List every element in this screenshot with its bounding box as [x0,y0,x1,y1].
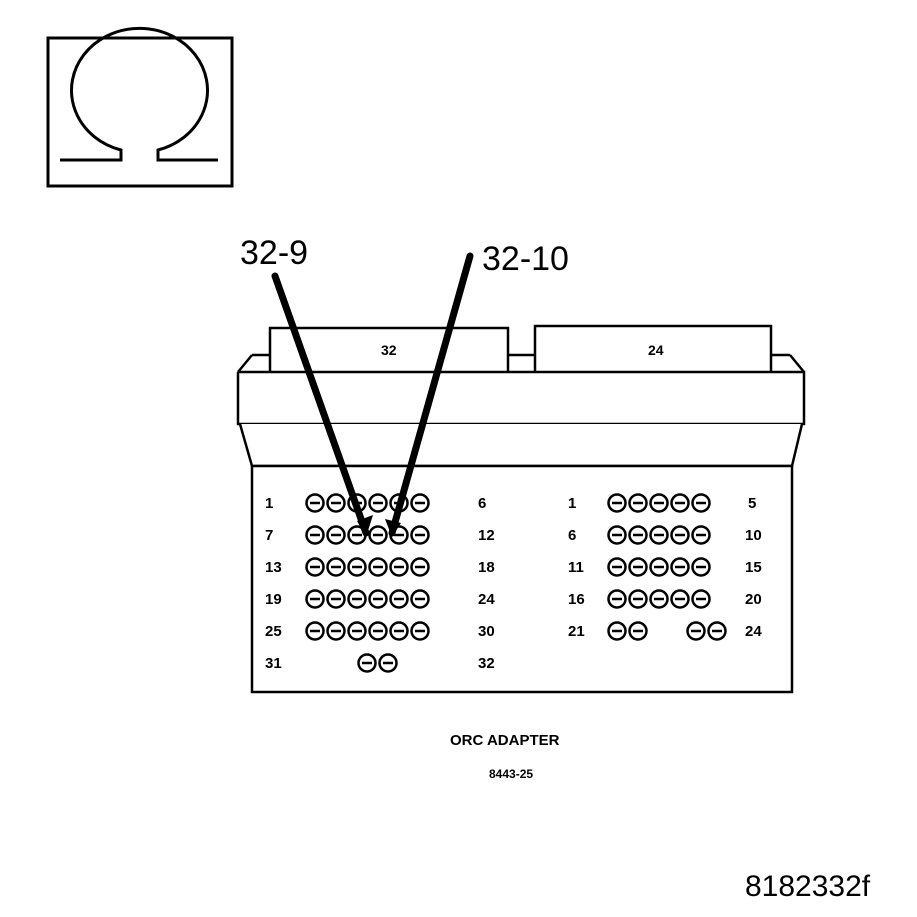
pin-label: 16 [568,591,585,608]
pin-label: 24 [478,591,495,608]
pointer-arrows [271,252,474,537]
pin-socket [357,653,377,673]
pin-socket [378,653,398,673]
pin-socket [347,525,367,545]
pin-socket [368,621,388,641]
pin-socket [607,493,627,513]
pin-socket [305,589,325,609]
pin-socket [691,525,711,545]
pin-socket [347,589,367,609]
pin-label: 6 [568,527,576,544]
adapter-part-number: 8443-25 [489,767,533,781]
pin-socket [649,589,669,609]
pin-label: 24 [745,623,762,640]
pin-socket [670,589,690,609]
pin-socket [326,557,346,577]
pin-socket [305,621,325,641]
pin-socket [649,493,669,513]
pin-label: 11 [568,559,584,576]
pin-label: 1 [568,495,576,512]
pin-socket [649,525,669,545]
pin-label: 31 [265,655,282,672]
pin-socket [686,621,706,641]
pin-socket [670,525,690,545]
pin-socket [389,557,409,577]
pin-socket [607,589,627,609]
pin-label: 6 [478,495,486,512]
pin-socket [326,589,346,609]
pin-socket [389,589,409,609]
pin-label: 18 [478,559,495,576]
pin-socket [670,557,690,577]
pin-socket [326,493,346,513]
arrow-32-9 [271,272,370,537]
pin-socket [368,557,388,577]
right-block-pin-labels: 1 5 6 10 11 15 16 20 21 24 [568,495,762,640]
pin-socket [389,621,409,641]
pin-socket [628,621,648,641]
pin-socket [410,493,430,513]
pin-socket [410,557,430,577]
pin-label: 25 [265,623,282,640]
left-pin-grid [305,493,430,673]
pin-socket [326,525,346,545]
tab-label-24: 24 [648,342,664,358]
right-pin-grid [607,493,727,641]
adapter-name: ORC ADAPTER [450,732,560,749]
pin-socket [305,557,325,577]
pin-socket [628,589,648,609]
pin-socket [607,621,627,641]
pin-socket [628,557,648,577]
pin-label: 5 [748,495,756,512]
pin-label: 19 [265,591,282,608]
callout-label-32-9: 32-9 [240,234,308,272]
pin-label: 15 [745,559,762,576]
pin-socket [670,493,690,513]
pin-socket [305,525,325,545]
tab-label-32: 32 [381,342,397,358]
pin-socket [410,589,430,609]
arrow-32-10-head [385,519,401,537]
pin-socket [607,525,627,545]
pin-label: 12 [478,527,495,544]
callout-label-32-10: 32-10 [482,240,569,278]
pin-socket [347,621,367,641]
pin-label: 10 [745,527,762,544]
pin-socket [410,525,430,545]
pin-socket [368,493,388,513]
pin-socket [305,493,325,513]
pin-socket [691,493,711,513]
left-block-pin-labels: 1 6 7 12 13 18 19 24 25 30 31 32 [265,495,495,672]
pin-label: 7 [265,527,273,544]
pin-socket [368,589,388,609]
pin-label: 21 [568,623,585,640]
pin-socket [368,525,388,545]
pin-socket [326,621,346,641]
figure-id: 8182332f [745,870,871,903]
pin-label: 20 [745,591,762,608]
arrow-32-10 [388,252,474,537]
pin-socket [649,557,669,577]
pin-socket [628,493,648,513]
pin-label: 13 [265,559,282,576]
pin-label: 32 [478,655,495,672]
pin-label: 30 [478,623,495,640]
ohm-symbol-icon [46,26,234,188]
pin-socket [607,557,627,577]
pin-socket [691,589,711,609]
pin-socket [628,525,648,545]
pin-socket [410,621,430,641]
pin-socket [347,557,367,577]
pin-label: 1 [265,495,273,512]
pin-socket [691,557,711,577]
pin-socket [707,621,727,641]
arrow-32-9-head [357,515,373,537]
